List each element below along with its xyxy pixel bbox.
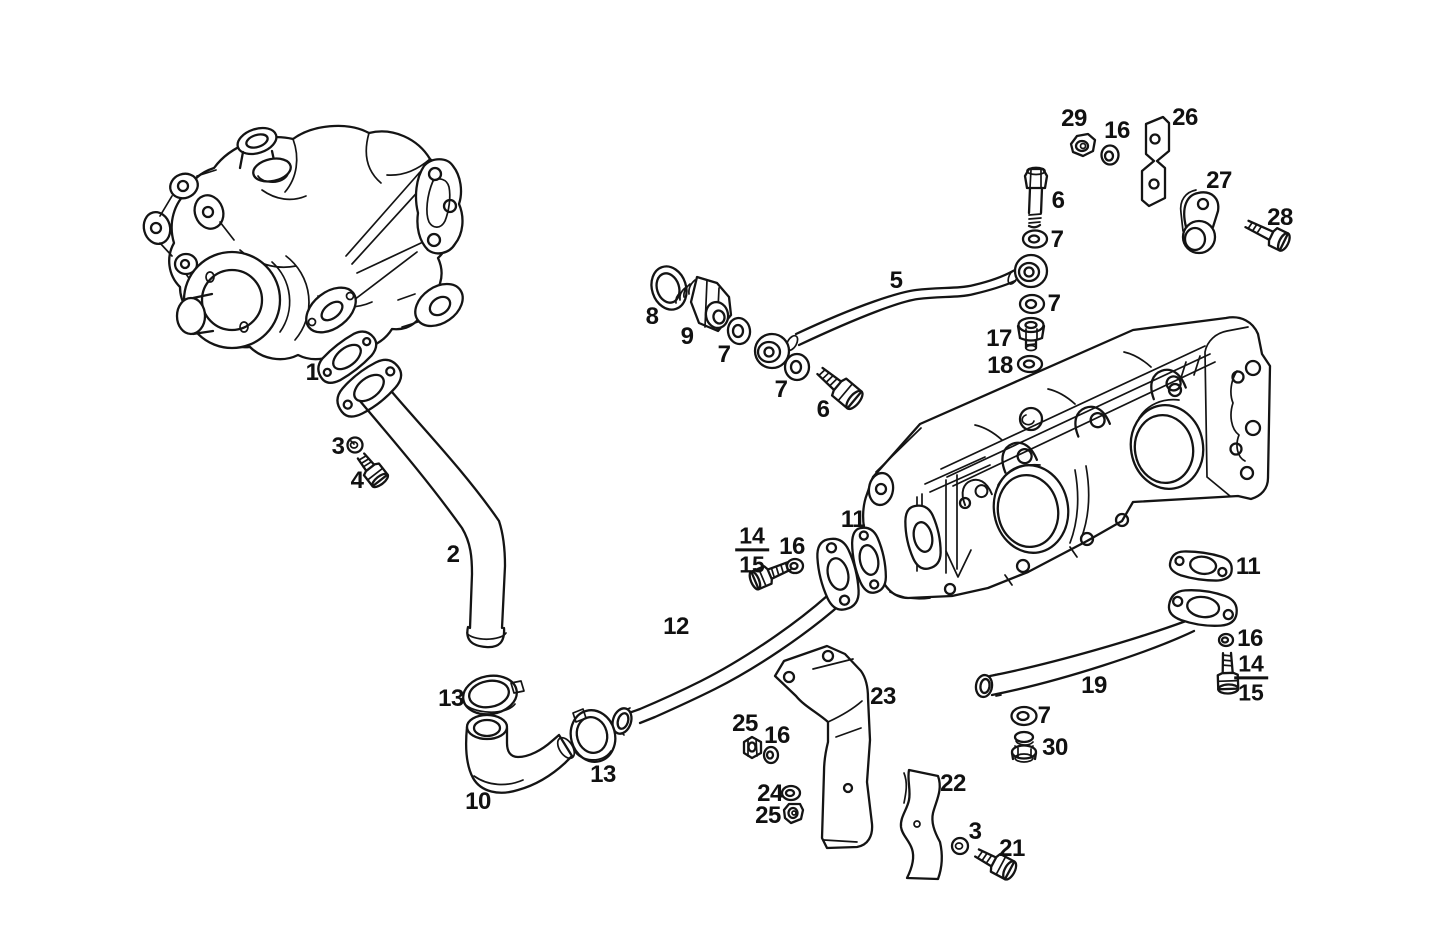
gasket-part-11-b	[1168, 550, 1233, 582]
washer-part-16-d	[1217, 632, 1235, 648]
nut-part-29	[1069, 132, 1097, 158]
seal-ring-part-8	[650, 265, 688, 311]
part-callout-16: 16	[1237, 625, 1263, 652]
gasket-part-1	[317, 330, 378, 384]
bolt-part-6-b	[816, 366, 864, 411]
pump-mounting-lugs	[142, 169, 235, 289]
hose-clamp-part-13-b	[569, 708, 617, 763]
part-callout-17: 17	[986, 325, 1012, 352]
banjo-pipe-part-5	[753, 253, 1049, 370]
washer-part-24	[780, 784, 802, 802]
part-callout-11: 11	[1235, 553, 1261, 580]
part-callout-24: 24	[757, 780, 783, 807]
part-callout-26: 26	[1172, 104, 1198, 131]
part-callout-8: 8	[645, 303, 659, 330]
bolt-part-28	[1244, 219, 1291, 252]
water-pump-assembly	[142, 124, 464, 361]
part-callout-25: 25	[732, 710, 758, 737]
pipe-part-19	[974, 589, 1238, 699]
washer-part-7-e	[1010, 705, 1038, 727]
part-callout-7: 7	[1037, 702, 1051, 729]
washer-part-18	[1016, 354, 1044, 374]
part-callout-22: 22	[940, 770, 966, 797]
washer-part-3	[346, 436, 364, 454]
pump-outlet-flange	[305, 286, 357, 334]
pipe-part-2	[336, 358, 507, 649]
part-callout-19: 19	[1081, 672, 1107, 699]
part-callout-1: 1	[305, 359, 319, 386]
part-callout-16: 16	[779, 533, 805, 560]
elbow-hose-part-10	[464, 713, 576, 794]
bracket-part-23	[773, 644, 874, 850]
bolt-part-4	[356, 452, 390, 489]
washer-part-7-b	[783, 352, 811, 382]
part-callout-6: 6	[1051, 187, 1065, 214]
bolt-part-21	[973, 848, 1018, 881]
part-callout-4: 4	[350, 467, 364, 494]
bolt-part-14-15-a	[748, 561, 792, 591]
pump-intake-port	[252, 157, 292, 183]
lever-part-27	[1179, 189, 1220, 255]
part-callout-7: 7	[1050, 226, 1064, 253]
washer-part-7-a	[726, 316, 752, 346]
part-callout-18: 18	[987, 352, 1013, 379]
part-callout-16: 16	[1104, 117, 1130, 144]
part-callout-7: 7	[774, 376, 788, 403]
part-callout-30: 30	[1042, 734, 1068, 761]
union-fitting-part-9	[674, 275, 733, 333]
pump-hub	[175, 250, 310, 350]
part-callout-9: 9	[680, 323, 694, 350]
part-callout-12: 12	[663, 613, 689, 640]
part-callout-25: 25	[755, 802, 781, 829]
pump-side-flange	[397, 282, 464, 328]
part-callout-7: 7	[717, 341, 731, 368]
washer-part-16-c	[762, 745, 780, 765]
part-callout-29: 29	[1061, 105, 1087, 132]
part-callout-13: 13	[590, 761, 616, 788]
part-callout-13: 13	[438, 685, 464, 712]
clamp-part-22	[899, 768, 943, 881]
plug-part-17	[1016, 316, 1046, 352]
bolt-part-14-15-b	[1216, 651, 1240, 695]
part-callout-27: 27	[1206, 167, 1232, 194]
washer-part-16-b	[785, 557, 805, 575]
part-callout-3: 3	[968, 818, 982, 845]
part-callout-23: 23	[870, 683, 896, 710]
part-callout-5: 5	[889, 267, 903, 294]
part-callout-10: 10	[465, 788, 491, 815]
pump-bracket-plate	[345, 158, 464, 301]
washer-part-16-a	[1100, 144, 1120, 166]
washer-part-3-b	[950, 836, 970, 856]
nut-part-25-a	[742, 735, 763, 760]
hose-clamp-part-13-a	[462, 674, 525, 716]
part-callout-11: 11	[840, 506, 866, 533]
pipe-part-12	[611, 537, 860, 736]
part-callout-7: 7	[1047, 290, 1061, 317]
part-callout-2: 2	[446, 541, 460, 568]
washer-part-7-c	[1021, 229, 1049, 249]
nut-part-25-b	[782, 802, 805, 825]
part-callout-16: 16	[764, 722, 790, 749]
pump-top-lug	[236, 126, 278, 170]
plug-part-30	[1010, 730, 1038, 763]
part-callout-6: 6	[816, 396, 830, 423]
part-callout-28: 28	[1267, 204, 1293, 231]
part-callout-3: 3	[331, 433, 345, 460]
part-callout-21: 21	[999, 835, 1025, 862]
bolt-part-6-a	[1023, 166, 1049, 229]
washer-part-7-d	[1018, 293, 1046, 315]
bracket-part-26	[1140, 115, 1171, 208]
gasket-part-11-a	[850, 526, 888, 594]
